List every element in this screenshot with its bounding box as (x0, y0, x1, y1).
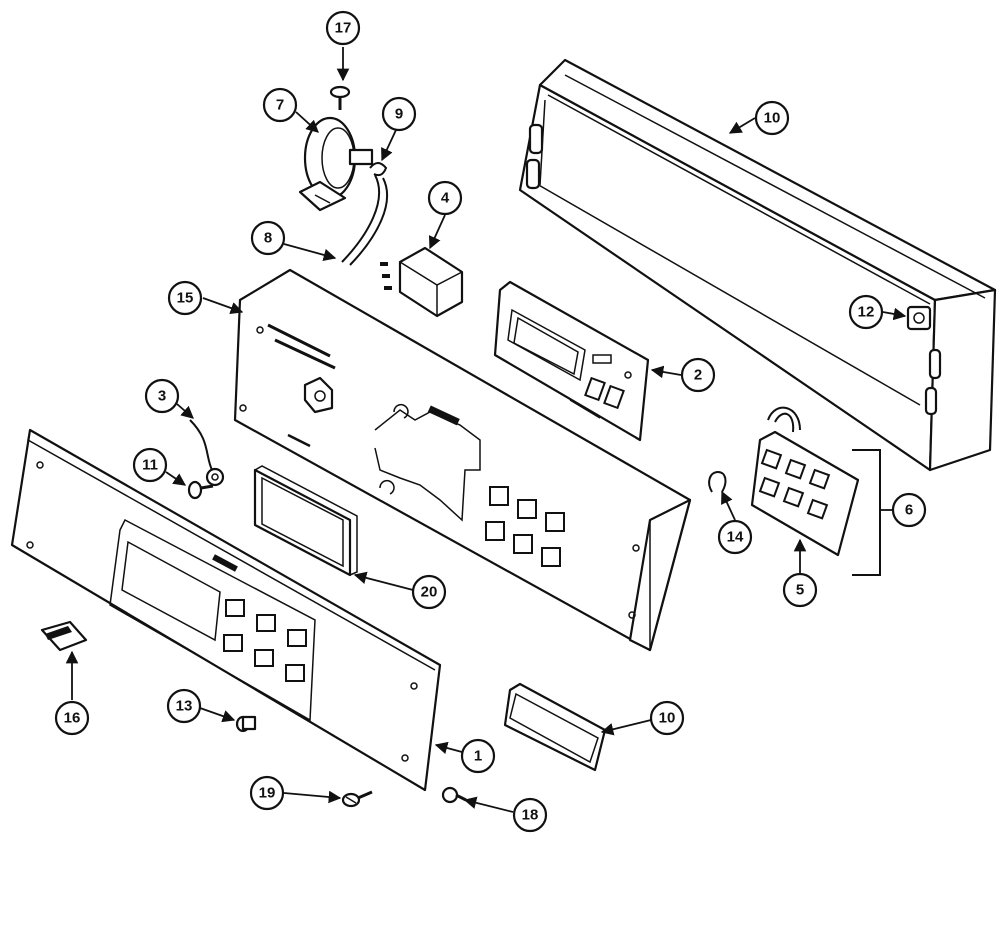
callout-16-label: 16 (64, 710, 81, 727)
callout-18: 18 (512, 797, 548, 833)
callout-17: 17 (325, 10, 361, 46)
overlay-part (503, 682, 607, 772)
callout-13-label: 13 (176, 698, 193, 715)
callout-5-label: 5 (796, 582, 804, 599)
callout-10-bottom: 10 (649, 700, 685, 736)
display-window-part (253, 465, 358, 577)
callout-11: 11 (132, 447, 168, 483)
callout-12-label: 12 (858, 304, 875, 321)
control-board-part (493, 280, 650, 442)
callout-10-bottom-label: 10 (659, 710, 676, 727)
callout-20-label: 20 (421, 584, 438, 601)
callout-10-top: 10 (754, 100, 790, 136)
callout-6: 6 (891, 492, 927, 528)
plug-13-part (235, 715, 257, 733)
wire-clip-part (708, 470, 727, 493)
callout-7-label: 7 (276, 97, 284, 114)
screw-17-part (329, 85, 351, 110)
callout-8: 8 (250, 220, 286, 256)
keypad-board-part (750, 406, 860, 557)
callout-12: 12 (848, 294, 884, 330)
callout-4: 4 (427, 180, 463, 216)
callout-13: 13 (166, 688, 202, 724)
latch-part (40, 620, 88, 652)
callout-4-label: 4 (441, 190, 450, 207)
callout-20: 20 (411, 574, 447, 610)
callout-9: 9 (381, 96, 417, 132)
leader-lines (65, 47, 907, 813)
console-housing-part (518, 58, 997, 472)
callout-5: 5 (782, 572, 818, 608)
relay-part (380, 246, 464, 318)
callout-16: 16 (54, 700, 90, 736)
ground-wire-part (189, 419, 225, 487)
callout-7: 7 (262, 87, 298, 123)
callout-6-label: 6 (905, 502, 913, 519)
callout-19-label: 19 (259, 785, 276, 802)
callout-9-label: 9 (395, 106, 403, 123)
callout-18-label: 18 (522, 807, 539, 824)
callout-3-label: 3 (158, 388, 166, 405)
callout-2: 2 (680, 357, 716, 393)
screw-11-part (187, 480, 214, 500)
screw-18-part (441, 786, 467, 804)
screw-19-part (341, 790, 373, 808)
bracket-button-grid (485, 486, 565, 567)
control-panel-part (10, 428, 442, 792)
callout-1-label: 1 (474, 748, 482, 765)
callout-3: 3 (144, 378, 180, 414)
wire-harness-part (341, 174, 388, 266)
callout-8-label: 8 (264, 230, 272, 247)
callout-11-label: 11 (142, 457, 158, 474)
control-bracket-part (233, 268, 692, 652)
callout-14: 14 (717, 519, 753, 555)
clip-part (369, 162, 388, 177)
callout-10-top-label: 10 (764, 110, 781, 127)
panel-button-grid (223, 599, 307, 682)
callout-1: 1 (460, 738, 496, 774)
callout-14-label: 14 (727, 529, 744, 546)
callout-15-label: 15 (177, 290, 194, 307)
timer-motor-part (298, 116, 374, 212)
callout-17-label: 17 (335, 20, 352, 37)
callout-2-label: 2 (694, 367, 702, 384)
assembly-bracket (852, 449, 881, 576)
callout-15: 15 (167, 280, 203, 316)
callout-19: 19 (249, 775, 285, 811)
